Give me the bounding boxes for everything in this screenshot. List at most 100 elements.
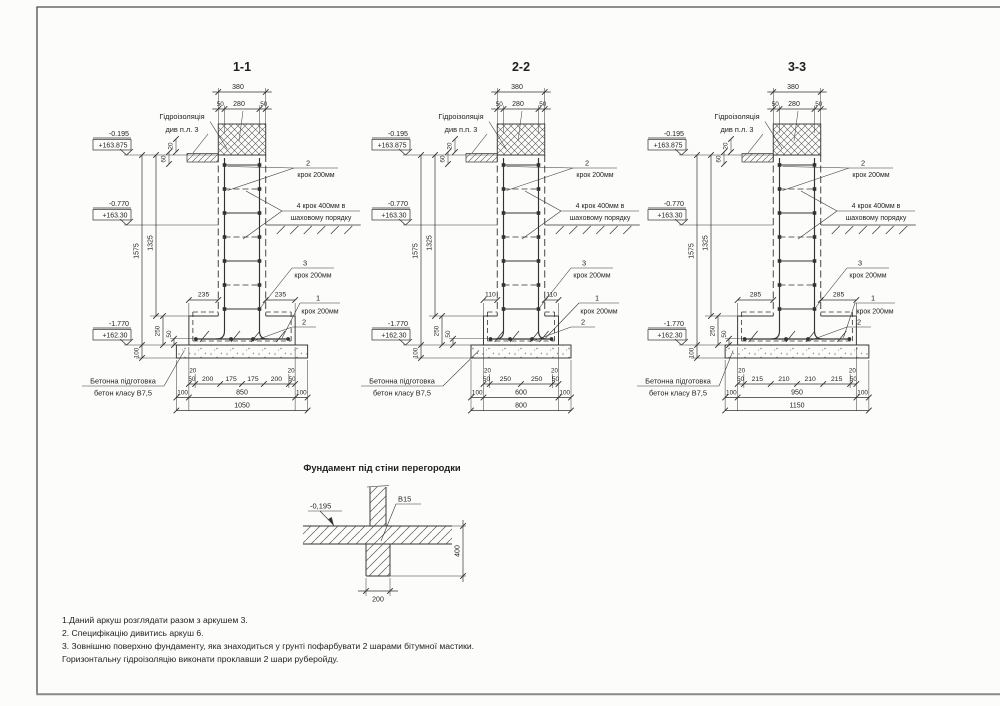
bar-hook: [813, 330, 823, 340]
rebar-square: [777, 307, 782, 311]
leader: [227, 167, 295, 191]
general-notes: 1.Даний аркуш розглядати разом з аркушем…: [62, 614, 682, 666]
mat-slash: [494, 330, 504, 343]
dim-tick: [770, 296, 777, 304]
dim-value: 110: [485, 292, 496, 299]
dim-value: 200: [372, 597, 384, 604]
callout-text: крок 200мм: [301, 309, 338, 316]
leader: [242, 210, 283, 240]
rebar-square: [777, 259, 782, 263]
dim-value: 110: [546, 292, 557, 299]
section-title: 3-3: [788, 60, 806, 74]
elevation-tick: [405, 218, 413, 226]
leader: [163, 350, 185, 387]
dim-tick: [541, 296, 548, 304]
dim-tick: [734, 380, 741, 388]
dim-value: 20: [723, 142, 730, 150]
bar-hook: [216, 330, 226, 340]
leader: [815, 267, 848, 308]
dim-value: 850: [236, 390, 248, 397]
mat-slash: [529, 330, 540, 343]
callout-number: 2: [857, 318, 861, 327]
rebar-square: [222, 163, 227, 167]
dim-tick: [444, 160, 452, 168]
rebar-square: [501, 283, 506, 287]
elevation-absolute: +163.875: [654, 143, 683, 150]
dim-value: 20: [189, 368, 196, 375]
ground-hatch: [290, 225, 299, 235]
elevation-tick: [674, 148, 682, 156]
dim-tick: [291, 296, 299, 304]
dim-tick: [449, 341, 457, 349]
elevation-tick: [126, 338, 134, 346]
dim-tick: [793, 380, 801, 388]
dim-value: 280: [512, 101, 524, 108]
dim-tick: [820, 380, 827, 388]
elevation-tick: [674, 218, 682, 226]
dim-value: 50: [496, 101, 504, 108]
callout-number: 3: [582, 259, 586, 268]
callout-text: крок 200мм: [576, 172, 613, 179]
dim-value: 100: [472, 390, 483, 397]
dim-tick: [173, 407, 180, 414]
dim-value: 215: [831, 376, 843, 383]
dim-tick: [451, 148, 459, 156]
note-line: Горизонтальну гідроізоляцію виконати про…: [62, 654, 339, 664]
rebar-dot: [488, 337, 493, 341]
dim-value: 250: [434, 325, 441, 336]
dim-value: 100: [296, 390, 307, 397]
dim-value: 20: [484, 368, 491, 375]
rebar-dot: [286, 337, 291, 341]
dim-tick: [817, 296, 824, 304]
elevation-tick: [119, 218, 127, 226]
leader: [227, 166, 295, 169]
dim-tick: [291, 394, 299, 401]
elevation-tick: [398, 218, 406, 226]
dim-tick: [451, 135, 459, 143]
dim-value: 800: [515, 403, 527, 410]
rebar-square: [777, 211, 782, 215]
dim-value: 1575: [689, 243, 696, 259]
partition-foundation-detail: Фундамент під стіни перегородкиВ15-0,195…: [303, 462, 467, 604]
dim-tick: [304, 407, 311, 414]
elevation-box: [371, 209, 411, 221]
leader: [506, 166, 574, 169]
elevation-relative: -0.770: [664, 200, 684, 208]
rebar-dot: [784, 337, 788, 341]
dim-tick: [720, 148, 728, 156]
dim-value: 1325: [703, 235, 710, 251]
bedding-note: Бетонна підготовка: [369, 377, 436, 386]
leader: [442, 350, 480, 387]
dim-tick: [386, 587, 394, 595]
elevation-box: [647, 139, 687, 151]
detail-title: Фундамент під стіни перегородки: [303, 462, 461, 473]
ground-hatch: [303, 225, 312, 235]
elevation-box: [92, 209, 132, 221]
leader: [545, 302, 580, 339]
leader: [843, 302, 856, 339]
rebar-square: [501, 163, 506, 167]
dim-value: 100: [413, 347, 420, 358]
leader: [809, 326, 848, 341]
ground-hatch: [582, 225, 591, 235]
dim-tick: [304, 394, 311, 401]
elevation-tick: [681, 218, 689, 226]
rebar-square: [257, 259, 262, 263]
elevation-relative: -1.770: [109, 320, 129, 328]
leader: [521, 210, 562, 240]
callout-number: 1: [871, 294, 875, 303]
dim-tick: [714, 312, 722, 320]
callout-text: шаховому порядку: [846, 215, 907, 222]
dim-value: 50: [260, 101, 268, 108]
arrowhead: [328, 516, 334, 527]
elevation-relative: -0.770: [109, 200, 129, 208]
leader: [539, 267, 572, 308]
rebar-square: [536, 235, 541, 239]
rebar-square: [812, 307, 817, 311]
dim-value: 20: [849, 368, 856, 375]
rebar-square: [501, 235, 506, 239]
mat-slash: [199, 330, 210, 343]
elevation-tick: [405, 338, 413, 346]
dim-tick: [362, 587, 370, 595]
